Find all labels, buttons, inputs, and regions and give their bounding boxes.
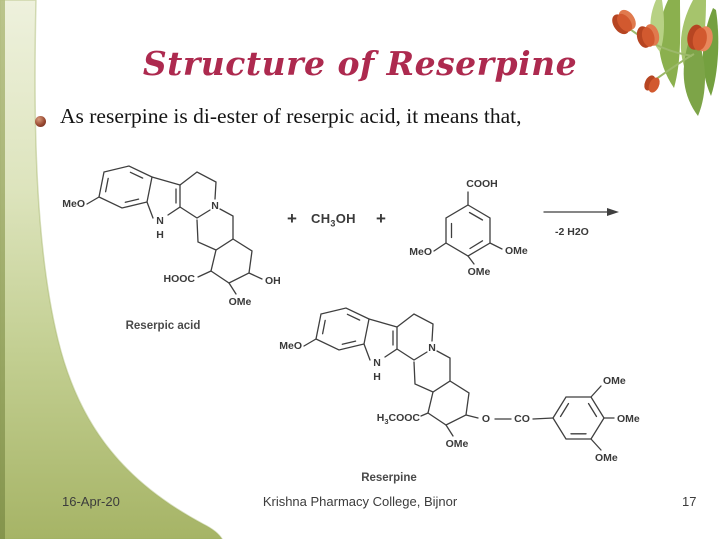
reserpine-ester-label: H3COOC bbox=[377, 412, 421, 426]
plus-sign-right: + bbox=[376, 209, 386, 228]
tmb-ome-right-label: OMe bbox=[505, 245, 528, 257]
bullet-icon bbox=[35, 116, 46, 127]
reserpine-meo-label: MeO bbox=[279, 340, 302, 352]
tmb-bonds bbox=[433, 191, 503, 265]
footer-page-number: 17 bbox=[682, 494, 697, 509]
ester-head: H bbox=[377, 412, 385, 424]
footer-date: 16-Apr-20 bbox=[62, 494, 120, 509]
reserpine-bonds bbox=[303, 307, 615, 451]
methanol-head: CH bbox=[311, 211, 331, 226]
reserpine-structure: MeO N H N H3COOC OMe O CO OMe OMe OMe Re… bbox=[279, 307, 640, 484]
plus-sign-left: + bbox=[287, 209, 297, 228]
reserpic-indole-h-label: H bbox=[156, 229, 164, 241]
methanol-tail: OH bbox=[335, 211, 356, 226]
methanol-formula: CH3OH bbox=[311, 211, 356, 229]
trimethoxybenzoic-acid-structure: COOH MeO OMe OMe bbox=[409, 178, 528, 278]
reserpic-hooc-label: HOOC bbox=[164, 273, 196, 285]
green-edge-stripe bbox=[0, 0, 5, 539]
tulip-blossoms bbox=[612, 9, 713, 93]
reaction-arrow: -2 H2O bbox=[543, 208, 619, 238]
arrow-head bbox=[607, 208, 619, 216]
reserpic-ring-n-label: N bbox=[211, 200, 219, 212]
reserpic-acid-bonds bbox=[86, 165, 263, 295]
footer-college: Krishna Pharmacy College, Bijnor bbox=[262, 494, 458, 509]
reserpine-ring-n-label: N bbox=[428, 342, 436, 354]
flower-decoration bbox=[612, 0, 719, 116]
bullet-text: As reserpine is di-ester of reserpic aci… bbox=[60, 104, 522, 128]
reserpic-acid-caption: Reserpic acid bbox=[126, 320, 201, 332]
arrow-label: -2 H2O bbox=[555, 226, 589, 238]
reserpic-oh-label: OH bbox=[265, 275, 281, 287]
slide-title: Structure of Reserpine bbox=[142, 44, 578, 83]
green-curve-shape bbox=[0, 0, 223, 539]
tulip-leaves bbox=[650, 0, 719, 116]
reserpine-o-bridge-label: O bbox=[482, 413, 490, 425]
reserpic-meo-label: MeO bbox=[62, 198, 85, 210]
reserpine-caption: Reserpine bbox=[361, 472, 417, 484]
reserpine-indole-n-label: N bbox=[373, 357, 381, 369]
reserpine-ome-bottom-label: OMe bbox=[595, 452, 618, 464]
reserpine-ome-top-label: OMe bbox=[603, 375, 626, 387]
reserpine-ome-label: OMe bbox=[446, 438, 469, 450]
tmb-meo-label: MeO bbox=[409, 246, 432, 258]
ester-subscript: 3 bbox=[384, 417, 388, 426]
reserpine-carbonyl-label: CO bbox=[514, 413, 530, 425]
reserpine-indole-h-label: H bbox=[373, 371, 381, 383]
tmb-cooh-label: COOH bbox=[466, 178, 498, 190]
methanol-subscript: 3 bbox=[330, 218, 336, 229]
reserpic-indole-n-label: N bbox=[156, 215, 164, 227]
ester-rest: COOC bbox=[389, 412, 421, 424]
reserpic-ome-label: OMe bbox=[229, 296, 252, 308]
reserpic-acid-structure: MeO N H N HOOC OH OMe Reserpic acid bbox=[62, 165, 281, 332]
reserpine-ome-right-label: OMe bbox=[617, 413, 640, 425]
tmb-ome-bottom-label: OMe bbox=[468, 266, 491, 278]
